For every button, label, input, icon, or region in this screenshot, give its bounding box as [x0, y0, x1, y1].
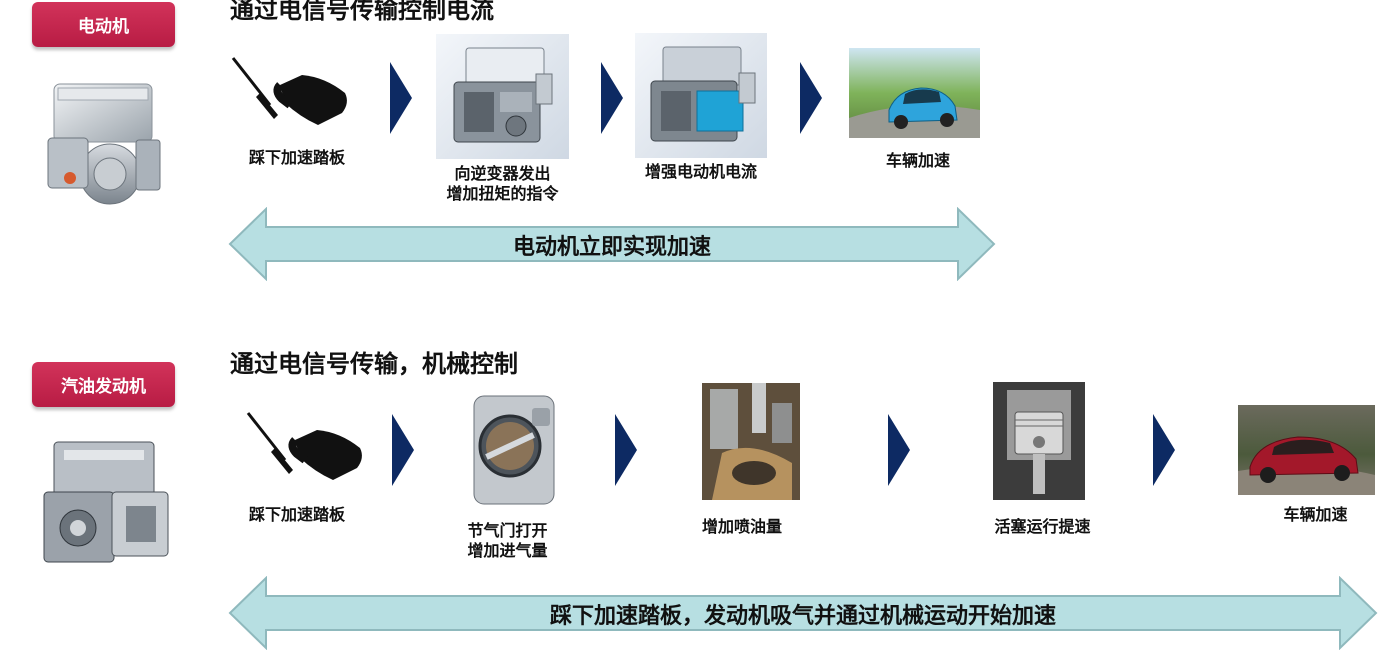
summary-text: 电动机立即实现加速 [512, 235, 711, 260]
chevron-right-icon [888, 414, 910, 486]
gasoline-section-title: 通过电信号传输，机械控制 [230, 350, 518, 378]
electric-motor-image [40, 78, 170, 213]
step-label: 踩下加速踏板 [248, 505, 345, 524]
pedal-foot-image [230, 55, 355, 130]
electric-section-title: 通过电信号传输控制电流 [230, 0, 494, 24]
step-label: 活塞运行提速 [994, 517, 1091, 536]
summary-text: 踩下加速踏板，发动机吸气并通过机械运动开始加速 [549, 604, 1056, 629]
chevron-right-icon [800, 62, 822, 134]
chevron-right-icon [390, 62, 412, 134]
blue-car-image [849, 48, 980, 138]
step-label: 增加喷油量 [701, 517, 782, 536]
chevron-right-icon [601, 62, 623, 134]
step-label: 车辆加速 [885, 151, 950, 170]
inverter-image [436, 34, 569, 159]
gasoline-engine-badge: 汽油发动机 [32, 362, 175, 407]
step-label: 向逆变器发出增加扭矩的指令 [446, 164, 559, 203]
throttle-body-image [470, 390, 558, 510]
chevron-right-icon [615, 414, 637, 486]
electric-motor-badge: 电动机 [32, 2, 175, 47]
gasoline-engine-image [34, 432, 176, 570]
piston-image [993, 382, 1085, 500]
step-label: 节气门打开增加进气量 [467, 521, 548, 560]
summary-double-arrow [228, 207, 996, 281]
red-car-image [1238, 405, 1375, 495]
chevron-right-icon [1153, 414, 1175, 486]
pedal-foot-image [245, 410, 370, 485]
step-label: 增强电动机电流 [644, 162, 757, 181]
chevron-right-icon [392, 414, 414, 486]
fuel-injection-image [702, 383, 800, 500]
motor-current-image [635, 33, 767, 158]
step-label: 车辆加速 [1283, 505, 1348, 524]
step-label: 踩下加速踏板 [248, 148, 345, 167]
